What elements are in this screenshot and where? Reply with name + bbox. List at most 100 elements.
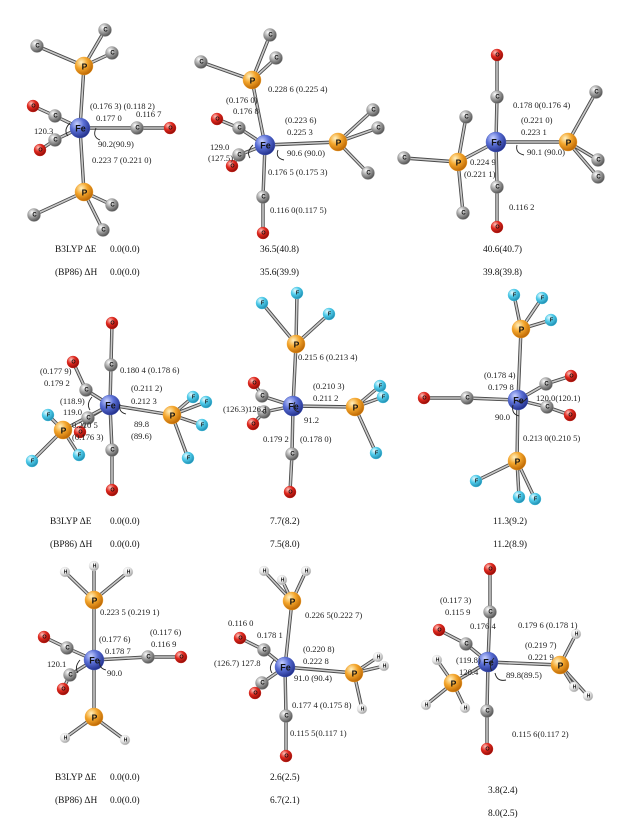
row3-method1-label: B3LYP ΔE xyxy=(55,773,97,783)
m7-atom-c-10: C xyxy=(63,668,77,682)
m6-atom-f-2: F xyxy=(535,291,549,305)
m5-atom-sphere-12 xyxy=(246,417,260,431)
m7-atom-h-2: H xyxy=(59,566,71,578)
m2-atom-c-7: C xyxy=(371,121,385,135)
m3-atom-symbol-12: C xyxy=(461,211,466,217)
m6-atom-o-10: O xyxy=(417,391,431,405)
m6-atom-symbol-7: F xyxy=(518,495,522,501)
m7-atom-sphere-10 xyxy=(63,668,77,682)
m4-annot-1: 0.179 2 xyxy=(44,378,70,388)
m7-atom-sphere-3 xyxy=(122,566,134,578)
m5-atom-o-14: O xyxy=(283,485,297,499)
m9-annot-9: 0.115 6(0.117 2) xyxy=(512,729,569,739)
m9-atom-symbol-9: H xyxy=(587,694,591,700)
m1-atom-symbol-8: C xyxy=(110,203,115,209)
m4-atom-f-11: F xyxy=(199,395,213,409)
m8-atom-o-10: O xyxy=(233,631,247,645)
m4-atom-sphere-7 xyxy=(81,411,95,425)
m5-atom-sphere-5 xyxy=(345,397,365,417)
m9-atom-symbol-13: H xyxy=(425,703,429,709)
m2-energy-b3lyp: 36.5(40.8) xyxy=(260,244,299,255)
m2-annot-8: 0.176 5 (0.175 3) xyxy=(268,167,328,177)
m6-atom-c-13: C xyxy=(540,400,554,414)
m2-atom-symbol-8: C xyxy=(366,171,371,177)
m1-atom-symbol-3: C xyxy=(103,28,108,34)
m8-atom-sphere-4 xyxy=(276,574,288,586)
m4-atom-f-10: F xyxy=(186,390,200,404)
m2-atom-sphere-3 xyxy=(263,28,277,42)
m2-atom-c-13: C xyxy=(256,190,270,204)
m1-atom-c-7: C xyxy=(96,223,110,237)
m9-annot-7: 120.4 xyxy=(459,667,479,677)
m1-atom-sphere-11 xyxy=(48,133,62,147)
m6-atom-symbol-1: P xyxy=(519,325,525,335)
m1-annot-1: 0.177 0 xyxy=(96,113,122,123)
m5-energy-bp86: 7.5(8.0) xyxy=(270,539,300,550)
m7-energy-b3lyp: 0.0(0.0) xyxy=(110,772,140,783)
m3-atom-sphere-10 xyxy=(397,151,411,165)
m9-annot-5: 0.221 9 xyxy=(528,652,554,662)
m1-atom-sphere-12 xyxy=(33,143,47,157)
m8-atom-symbol-7: H xyxy=(383,664,387,670)
m3-atom-symbol-9: P xyxy=(456,158,462,168)
m5-atom-sphere-4 xyxy=(322,307,336,321)
m7-atom-symbol-6: H xyxy=(64,736,68,742)
m4-atom-symbol-14: P xyxy=(61,426,67,436)
m8-atom-symbol-14: O xyxy=(284,754,289,760)
m8-atom-sphere-11 xyxy=(255,676,269,690)
m8-atom-sphere-6 xyxy=(372,651,384,663)
m5-atom-sphere-10 xyxy=(247,376,261,390)
m5-atom-f-2: F xyxy=(255,296,269,310)
m8-atom-h-7: H xyxy=(378,660,390,672)
m6-atom-sphere-1 xyxy=(511,319,531,339)
m5-atom-c-9: C xyxy=(255,389,269,403)
m4-atom-symbol-16: F xyxy=(31,459,35,465)
m2-atom-c-6: C xyxy=(366,103,380,117)
m3-atom-c-1: C xyxy=(490,90,504,104)
m5-annot-1: (0.210 3) xyxy=(313,381,345,391)
m5-atom-o-10: O xyxy=(247,376,261,390)
m3-atom-sphere-0 xyxy=(485,131,507,153)
m8-atom-c-9: C xyxy=(257,643,271,657)
m9-atom-symbol-3: C xyxy=(485,709,490,715)
m1-atom-c-2: C xyxy=(30,39,44,53)
m9-atom-h-8: H xyxy=(570,628,582,640)
m9-atom-sphere-13 xyxy=(420,699,432,711)
m8-atom-sphere-5 xyxy=(344,663,364,683)
m6-atom-symbol-8: F xyxy=(534,497,538,503)
m7-atom-h-3: H xyxy=(122,566,134,578)
m5-atom-sphere-3 xyxy=(290,286,304,300)
angle-arcs xyxy=(65,122,528,681)
m1-atom-sphere-8 xyxy=(105,198,119,212)
m5-atom-sphere-11 xyxy=(257,405,271,419)
m5-annot-4: 91.2 xyxy=(304,415,319,425)
m2-atom-c-2: C xyxy=(194,55,208,69)
m3-atom-sphere-7 xyxy=(591,170,605,184)
m2-atom-c-9: C xyxy=(232,121,246,135)
m4-atom-symbol-4: O xyxy=(110,488,115,494)
m2-annot-5: 129.0 xyxy=(210,142,229,152)
m4-atom-sphere-5 xyxy=(79,383,93,397)
m8-atom-symbol-0: Fe xyxy=(280,663,291,673)
m3-atom-sphere-8 xyxy=(591,153,605,167)
m3-atom-symbol-10: C xyxy=(402,156,407,162)
m9-atom-symbol-10: H xyxy=(573,685,577,691)
m8-atom-sphere-8 xyxy=(356,703,368,715)
m3-atom-symbol-2: O xyxy=(495,53,500,59)
m9-atom-sphere-5 xyxy=(459,637,473,651)
m4-atom-sphere-6 xyxy=(66,355,80,369)
m9-annot-3: 0.179 6 (0.178 1) xyxy=(518,620,578,630)
m5-atom-sphere-0 xyxy=(282,395,304,417)
m6-atom-sphere-8 xyxy=(528,492,542,506)
m7-energy-bp86: 0.0(0.0) xyxy=(110,795,140,806)
m8-atom-fe-0: Fe xyxy=(274,656,296,678)
m4-bond-1-highlight xyxy=(110,322,113,366)
m6-atom-symbol-11: C xyxy=(544,382,549,388)
m8-annot-6: 91.0 (90.4) xyxy=(294,673,332,683)
m1-annot-5: 0.223 7 (0.221 0) xyxy=(92,155,152,165)
m6-annot-0: (0.178 4) xyxy=(484,370,516,380)
m3-bond-5-highlight xyxy=(567,91,597,143)
m9-energy-bp86: 8.0(2.5) xyxy=(488,808,518,819)
m4-atom-p-14: P xyxy=(53,420,73,440)
